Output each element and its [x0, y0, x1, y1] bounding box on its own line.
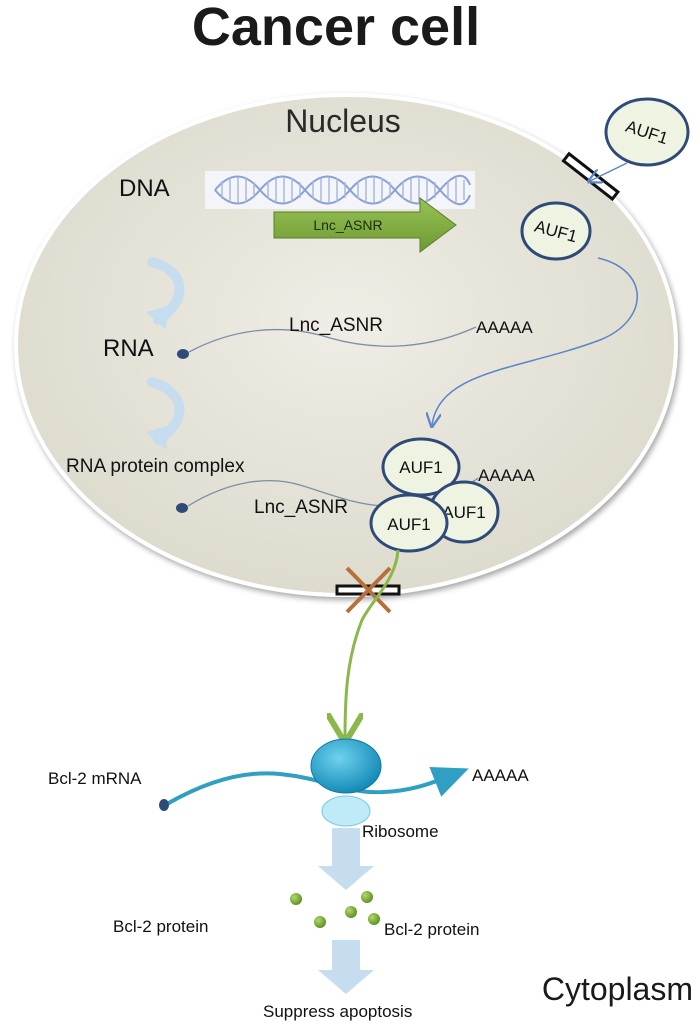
lnc-rna-tail: AAAAA: [476, 318, 533, 337]
gene-arrow: Lnc_ASNR: [273, 197, 457, 253]
diagram-title: Cancer cell: [192, 0, 480, 57]
dna-label: DNA: [119, 175, 170, 202]
auf1-binding-arrow: [432, 257, 638, 425]
auf1-complex: AUF1 AUF1 AUF1: [369, 437, 500, 553]
ribosome: [310, 738, 382, 827]
outcome-label: Suppress apoptosis: [263, 1002, 412, 1021]
auf1-outside: AUF1: [604, 97, 690, 167]
gene-label: Lnc_ASNR: [313, 217, 382, 233]
translation-arrow: [318, 828, 374, 890]
svg-text:AUF1: AUF1: [387, 515, 430, 534]
transcription-arrow: [146, 257, 185, 330]
export-to-ribosome-arrow: [345, 549, 400, 740]
lnc-rna-label: Lnc_ASNR: [289, 315, 383, 336]
bcl2-mrna-cap: [159, 799, 169, 811]
cytoplasm-label: Cytoplasm: [542, 971, 693, 1007]
bcl2-mrna-label: Bcl-2 mRNA: [48, 769, 142, 788]
complex-lnc-label: Lnc_ASNR: [254, 497, 348, 518]
bcl2-protein-right-label: Bcl-2 protein: [384, 920, 479, 939]
bcl2-protein-left-label: Bcl-2 protein: [113, 917, 208, 936]
svg-text:AUF1: AUF1: [399, 458, 442, 477]
nucleus-label: Nucleus: [285, 103, 401, 139]
bcl2-proteins: [290, 891, 380, 928]
complex-formation-arrow: [146, 377, 185, 450]
apoptosis-arrow: [318, 940, 374, 994]
complex-rna-strand: [187, 480, 386, 507]
auf1-inside: AUF1: [520, 201, 592, 261]
dna-helix: [205, 171, 475, 209]
lnc-rna-strand: [188, 326, 477, 353]
ribosome-label: Ribosome: [362, 822, 439, 841]
bcl2-mrna-tail: AAAAA: [472, 766, 529, 785]
complex-tail: AAAAA: [478, 466, 535, 485]
complex-5prime-cap: [176, 503, 188, 513]
svg-text:AUF1: AUF1: [442, 503, 485, 522]
rna-protein-complex-label: RNA protein complex: [66, 456, 245, 477]
auf1-import-arrow: [590, 162, 628, 181]
auf1-complex-bottom: AUF1: [369, 493, 449, 553]
rna-5prime-cap: [177, 349, 189, 359]
rna-label: RNA: [103, 335, 154, 362]
blocked-x-icon: [345, 566, 392, 614]
